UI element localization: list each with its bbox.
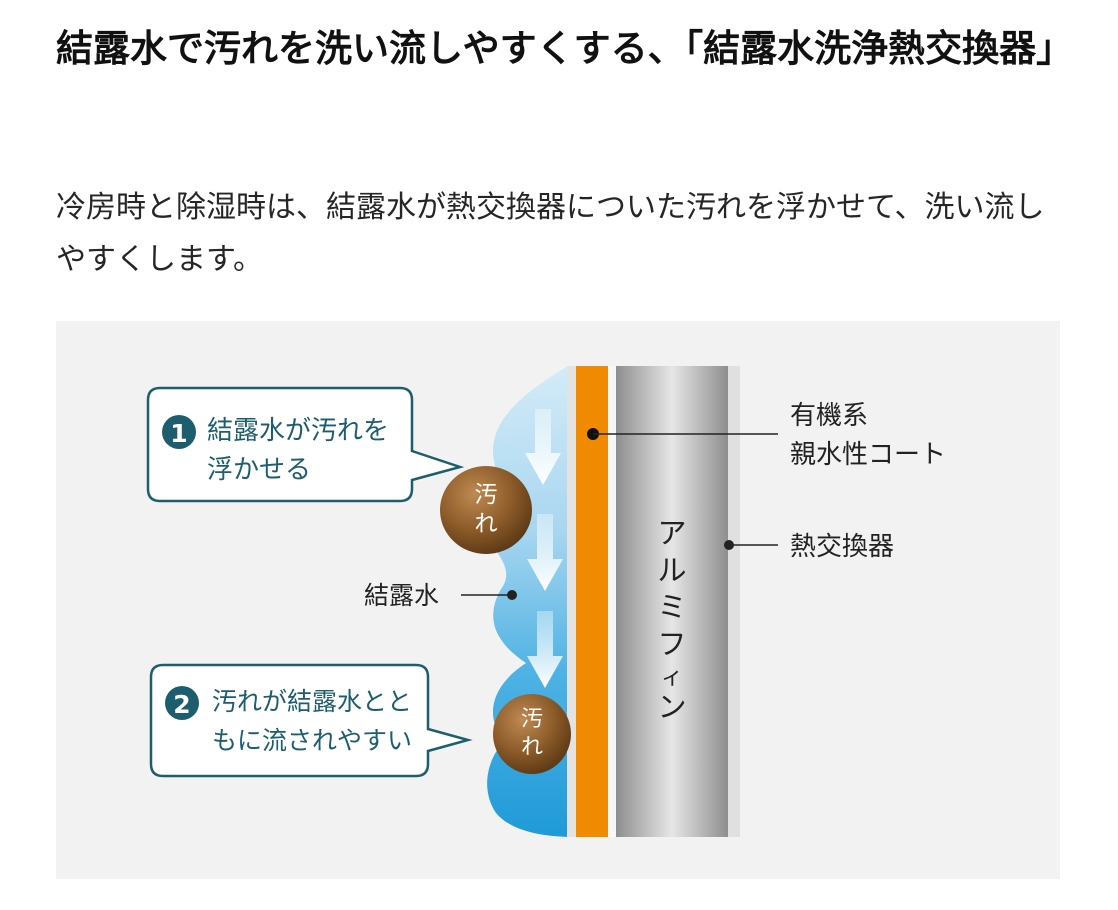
step-number-badge	[162, 415, 196, 449]
step-number-badge	[165, 686, 199, 720]
svg-text:フ: フ	[657, 627, 686, 661]
dirt-particle: 汚 れ	[493, 694, 571, 774]
heat-exchanger-diagram: ア ル ミ フ ィ ン 汚 れ 汚 れ 1 結露水が汚れを 浮かせる	[56, 321, 1060, 879]
callout-1: 1 結露水が汚れを 浮かせる	[146, 386, 465, 503]
fin-label: ア ル ミ フ ィ ン	[657, 516, 686, 724]
callout-2-text: もに流されやすい	[212, 726, 412, 755]
exchanger-label: 熱交換器	[790, 532, 894, 562]
dirt-particle: 汚 れ	[440, 466, 532, 554]
condensate-label: 結露水	[364, 581, 439, 610]
inner-edge-strip	[567, 366, 576, 837]
svg-text:1: 1	[170, 419, 187, 448]
aluminum-fin	[616, 366, 728, 837]
down-arrow-icon	[525, 409, 561, 485]
svg-text:汚: 汚	[521, 707, 543, 732]
down-arrow-icon	[527, 611, 563, 688]
down-arrow-icon	[527, 514, 563, 591]
svg-text:ン: ン	[657, 690, 686, 724]
svg-text:ル: ル	[657, 553, 686, 587]
callout-2: 2 汚れが結露水とと もに流されやすい	[149, 663, 473, 778]
coat-gap	[608, 366, 616, 837]
callout-2-text: 汚れが結露水とと	[212, 687, 412, 716]
svg-text:れ: れ	[475, 511, 498, 537]
description: 冷房時と除湿時は、結露水が熱交換器についた汚れを浮かせて、洗い流しやすくします。	[56, 190, 1045, 277]
svg-text:ア: ア	[657, 516, 686, 550]
callout-1-text: 結露水が汚れを	[207, 416, 389, 446]
coat-label: 親水性コート	[790, 440, 946, 470]
svg-text:汚: 汚	[475, 482, 498, 508]
svg-text:ミ: ミ	[657, 590, 686, 624]
page-title: 結露水で汚れを洗い流しやすくする、「結露水洗浄熱交換器」	[56, 27, 1074, 70]
callout-1-text: 浮かせる	[207, 455, 311, 485]
svg-text:ィ: ィ	[661, 665, 683, 690]
svg-text:れ: れ	[521, 735, 543, 760]
outer-edge-strip	[728, 366, 740, 837]
svg-text:2: 2	[173, 690, 190, 719]
diagram-canvas: ア ル ミ フ ィ ン 汚 れ 汚 れ 1 結露水が汚れを 浮かせる	[146, 366, 946, 837]
condensate-leader-dot	[507, 590, 517, 600]
hydrophilic-coat	[576, 366, 608, 837]
coat-label: 有機系	[790, 401, 868, 431]
